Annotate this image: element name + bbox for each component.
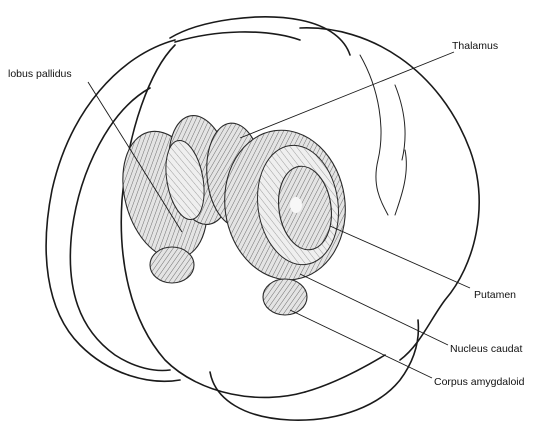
label-corpus-amygdaloideum: Corpus amygdaloid: [434, 376, 525, 388]
lower-fold-outline: [305, 355, 385, 392]
amygdala-shape: [263, 279, 307, 315]
label-nucleus-caudatus: Nucleus caudat: [450, 343, 522, 355]
leader-nucleus-caudatus: [300, 274, 448, 345]
sulcus-line-3: [395, 150, 406, 215]
nuclei-group: [110, 111, 355, 315]
label-putamen: Putamen: [474, 289, 516, 301]
sulcus-line-2: [395, 85, 405, 160]
sulcus-line-1: [360, 55, 388, 215]
label-thalamus: Thalamus: [452, 40, 498, 52]
temporal-lobe-outline: [210, 320, 418, 420]
top-inner-fold: [175, 32, 300, 42]
lower-nucleus-shape: [150, 247, 194, 283]
putamen-highlight: [290, 197, 302, 213]
leader-thalamus: [240, 52, 454, 138]
leader-putamen: [330, 226, 470, 288]
label-globus-pallidus: lobus pallidus: [8, 68, 72, 80]
